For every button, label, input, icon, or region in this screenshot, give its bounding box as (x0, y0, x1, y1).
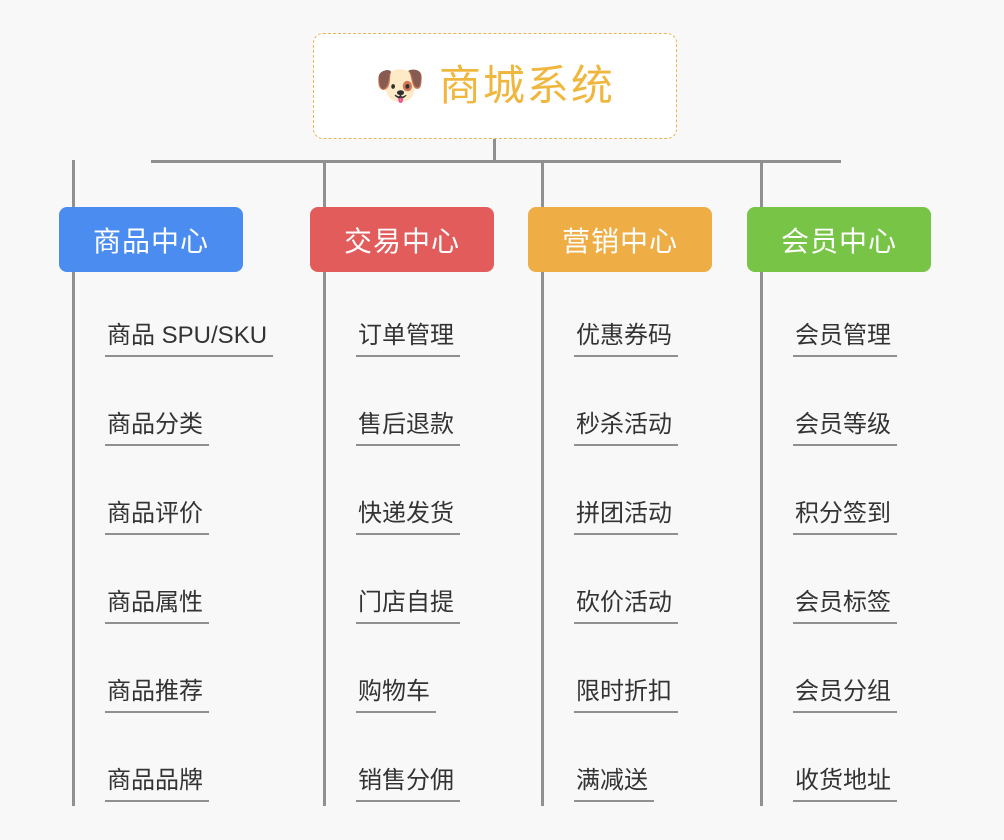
leaf-item-label: 会员管理 (793, 322, 897, 357)
leaf-item-label: 商品 SPU/SKU (105, 322, 274, 357)
leaf-item[interactable]: 限时折扣 (544, 628, 712, 717)
leaf-item-label: 售后退款 (356, 411, 460, 446)
leaf-item-label: 快递发货 (356, 500, 460, 535)
category-branch-2: 订单管理售后退款快递发货门店自提购物车销售分佣 (323, 272, 494, 806)
leaf-item[interactable]: 满减送 (544, 717, 712, 806)
connector-root-stem (493, 139, 496, 163)
leaf-item[interactable]: 会员等级 (763, 361, 931, 450)
leaf-item-label: 商品属性 (105, 589, 209, 624)
leaf-item-label: 会员等级 (793, 411, 897, 446)
connector-drop-2 (323, 160, 326, 207)
leaf-item[interactable]: 商品 SPU/SKU (75, 272, 274, 361)
leaf-item[interactable]: 会员分组 (763, 628, 931, 717)
category-header-1[interactable]: 商品中心 (59, 207, 243, 272)
leaf-item[interactable]: 秒杀活动 (544, 361, 712, 450)
leaf-item[interactable]: 会员标签 (763, 539, 931, 628)
leaf-item-label: 满减送 (574, 767, 654, 802)
leaf-item-label: 砍价活动 (574, 589, 678, 624)
category-header-4[interactable]: 会员中心 (747, 207, 931, 272)
leaf-item[interactable]: 购物车 (326, 628, 494, 717)
leaf-item[interactable]: 会员管理 (763, 272, 931, 361)
connector-drop-3 (541, 160, 544, 207)
leaf-item-label: 商品推荐 (105, 678, 209, 713)
leaf-item[interactable]: 拼团活动 (544, 450, 712, 539)
category-column-2: 交易中心订单管理售后退款快递发货门店自提购物车销售分佣 (310, 207, 494, 806)
leaf-item-label: 门店自提 (356, 589, 460, 624)
leaf-item[interactable]: 门店自提 (326, 539, 494, 628)
leaf-item[interactable]: 砍价活动 (544, 539, 712, 628)
leaf-item-label: 收货地址 (793, 767, 897, 802)
leaf-item[interactable]: 积分签到 (763, 450, 931, 539)
leaf-item[interactable]: 商品品牌 (75, 717, 243, 806)
connector-horizontal-bus (151, 160, 841, 163)
shiba-dog-face-icon: 🐶 (375, 64, 425, 108)
leaf-item[interactable]: 商品评价 (75, 450, 243, 539)
leaf-item[interactable]: 快递发货 (326, 450, 494, 539)
category-branch-3: 优惠券码秒杀活动拼团活动砍价活动限时折扣满减送 (541, 272, 712, 806)
category-header-3[interactable]: 营销中心 (528, 207, 712, 272)
root-node[interactable]: 🐶 商城系统 (313, 33, 677, 139)
leaf-item-label: 会员标签 (793, 589, 897, 624)
category-header-2[interactable]: 交易中心 (310, 207, 494, 272)
leaf-item-label: 销售分佣 (356, 767, 460, 802)
connector-drop-1 (72, 160, 75, 207)
category-column-3: 营销中心优惠券码秒杀活动拼团活动砍价活动限时折扣满减送 (528, 207, 712, 806)
leaf-item-label: 拼团活动 (574, 500, 678, 535)
leaf-item-label: 限时折扣 (574, 678, 678, 713)
leaf-item-label: 商品品牌 (105, 767, 209, 802)
leaf-item-label: 商品分类 (105, 411, 209, 446)
connector-drop-4 (760, 160, 763, 207)
category-column-1: 商品中心商品 SPU/SKU 商品分类商品评价商品属性商品推荐商品品牌 (59, 207, 274, 806)
category-branch-4: 会员管理会员等级积分签到会员标签会员分组收货地址 (760, 272, 931, 806)
leaf-item[interactable]: 收货地址 (763, 717, 931, 806)
category-branch-1: 商品 SPU/SKU 商品分类商品评价商品属性商品推荐商品品牌 (72, 272, 274, 806)
leaf-item-label: 购物车 (356, 678, 436, 713)
leaf-item[interactable]: 商品属性 (75, 539, 243, 628)
leaf-item[interactable]: 优惠券码 (544, 272, 712, 361)
leaf-item[interactable]: 订单管理 (326, 272, 494, 361)
leaf-item[interactable]: 商品推荐 (75, 628, 243, 717)
root-title: 商城系统 (438, 62, 615, 109)
category-column-4: 会员中心会员管理会员等级积分签到会员标签会员分组收货地址 (747, 207, 931, 806)
leaf-item-label: 会员分组 (793, 678, 897, 713)
leaf-item[interactable]: 售后退款 (326, 361, 494, 450)
leaf-item-label: 积分签到 (793, 500, 897, 535)
leaf-item-label: 秒杀活动 (574, 411, 678, 446)
leaf-item[interactable]: 销售分佣 (326, 717, 494, 806)
leaf-item-label: 商品评价 (105, 500, 209, 535)
leaf-item-label: 优惠券码 (574, 322, 678, 357)
leaf-item[interactable]: 商品分类 (75, 361, 243, 450)
leaf-item-label: 订单管理 (356, 322, 460, 357)
